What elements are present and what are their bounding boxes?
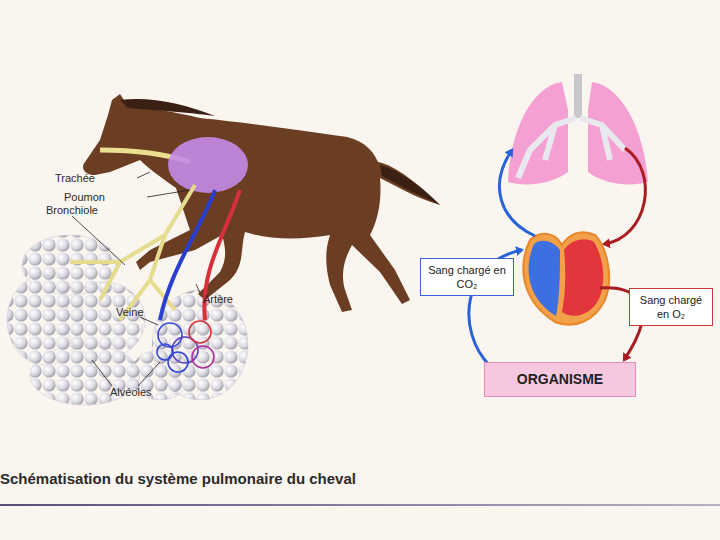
horse-lung [70,137,248,320]
box-text: Sang chargé en O₂ [636,293,706,321]
circulation-arrows [469,148,646,366]
horse [83,94,440,312]
lungs-icon [508,74,648,184]
part-label: Alvéoles [110,386,152,399]
box-text: ORGANISME [517,371,603,388]
caption: Schématisation du système pulmonaire du … [0,470,356,487]
part-label: Trachée [55,172,95,185]
blood-vessels [157,190,240,372]
part-label: Artère [203,293,233,306]
label-box: Sang chargé en CO₂ [420,258,514,296]
box-text: Sang chargé en O₂ [636,293,706,321]
box-text: Sang chargé en CO₂ [427,263,507,291]
heart-icon [523,232,609,325]
box-text: Sang chargé en CO₂ [427,263,507,291]
part-label: Poumon [64,191,105,204]
box-text: ORGANISME [517,371,603,388]
part-label: Veine [116,306,144,319]
target-box: ORGANISME [484,362,636,397]
part-label: Bronchiole [46,204,98,217]
label-box: Sang chargé en O₂ [629,288,713,326]
rule-line [0,504,720,506]
